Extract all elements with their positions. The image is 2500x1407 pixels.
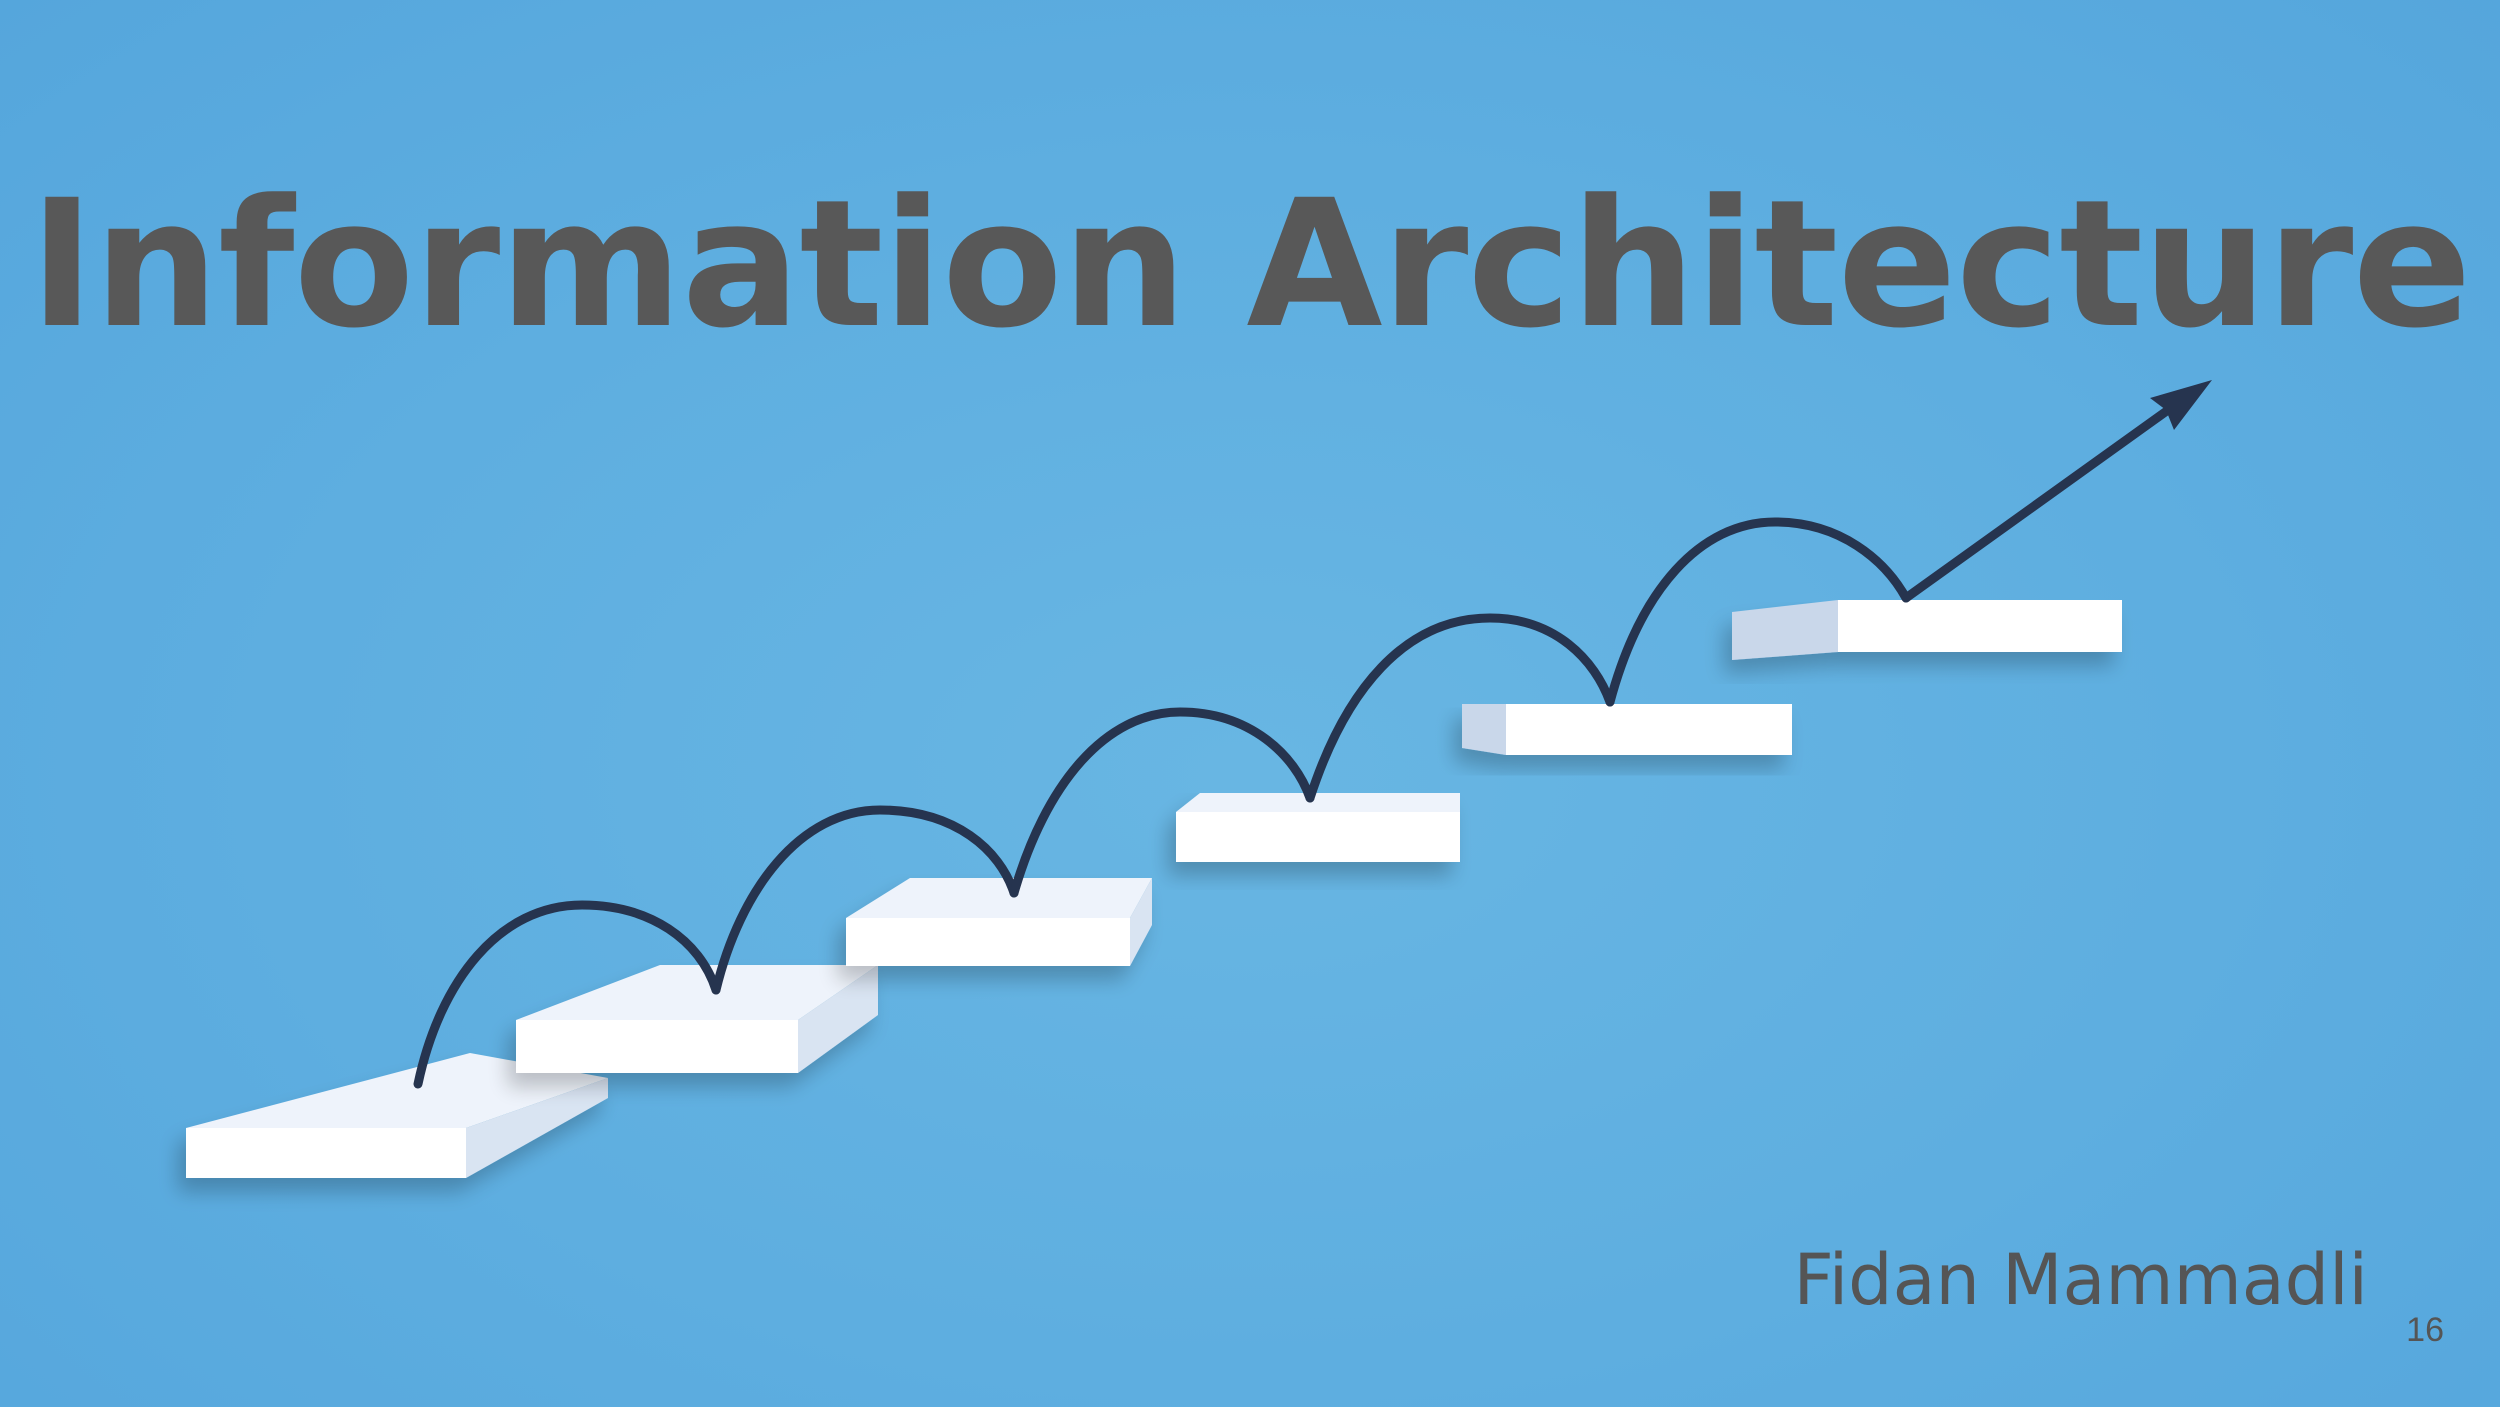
step-5 xyxy=(1462,704,1792,755)
author-name: Fidan Mammadli xyxy=(1793,1239,2368,1321)
page-number: 16 xyxy=(2406,1311,2444,1349)
slide-title: Information Architecture xyxy=(29,162,2472,367)
step-1 xyxy=(186,1053,608,1178)
arrow-head xyxy=(2150,380,2212,430)
step-6 xyxy=(1732,600,2122,660)
step-4 xyxy=(1176,793,1460,862)
step-3 xyxy=(846,878,1152,966)
step-2 xyxy=(516,965,878,1073)
bouncing-arrow xyxy=(413,400,2180,1089)
